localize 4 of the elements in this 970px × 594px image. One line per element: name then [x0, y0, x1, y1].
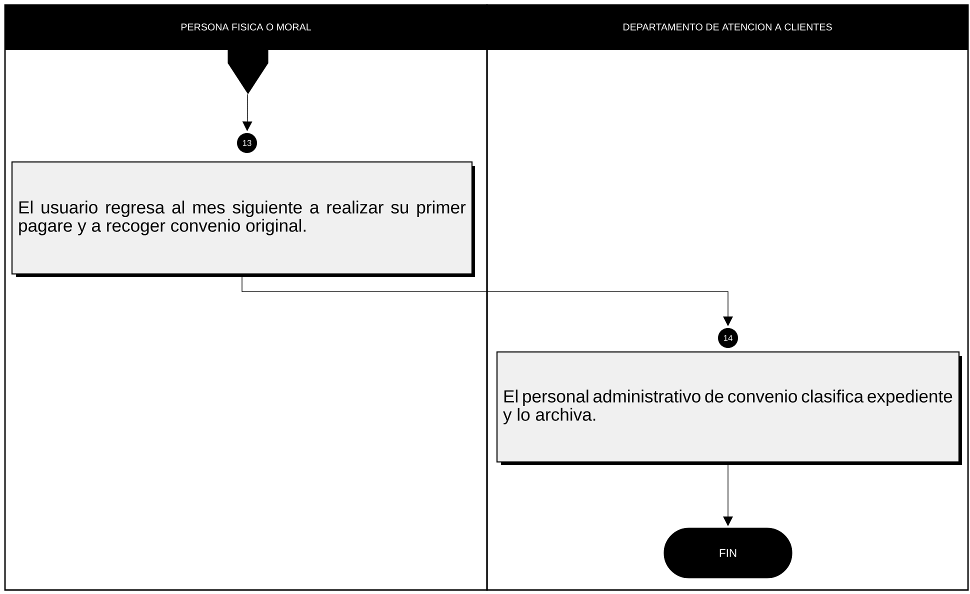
process-box: El personal administrativo de convenio clasifica expediente y lo archiva.: [496, 351, 962, 465]
terminator: FIN: [664, 528, 792, 578]
process-box: El usuario regresa al mes siguiente a realizar su primer pagare y a recoger convenio original.: [11, 161, 475, 277]
off-page-connector: [228, 50, 268, 94]
